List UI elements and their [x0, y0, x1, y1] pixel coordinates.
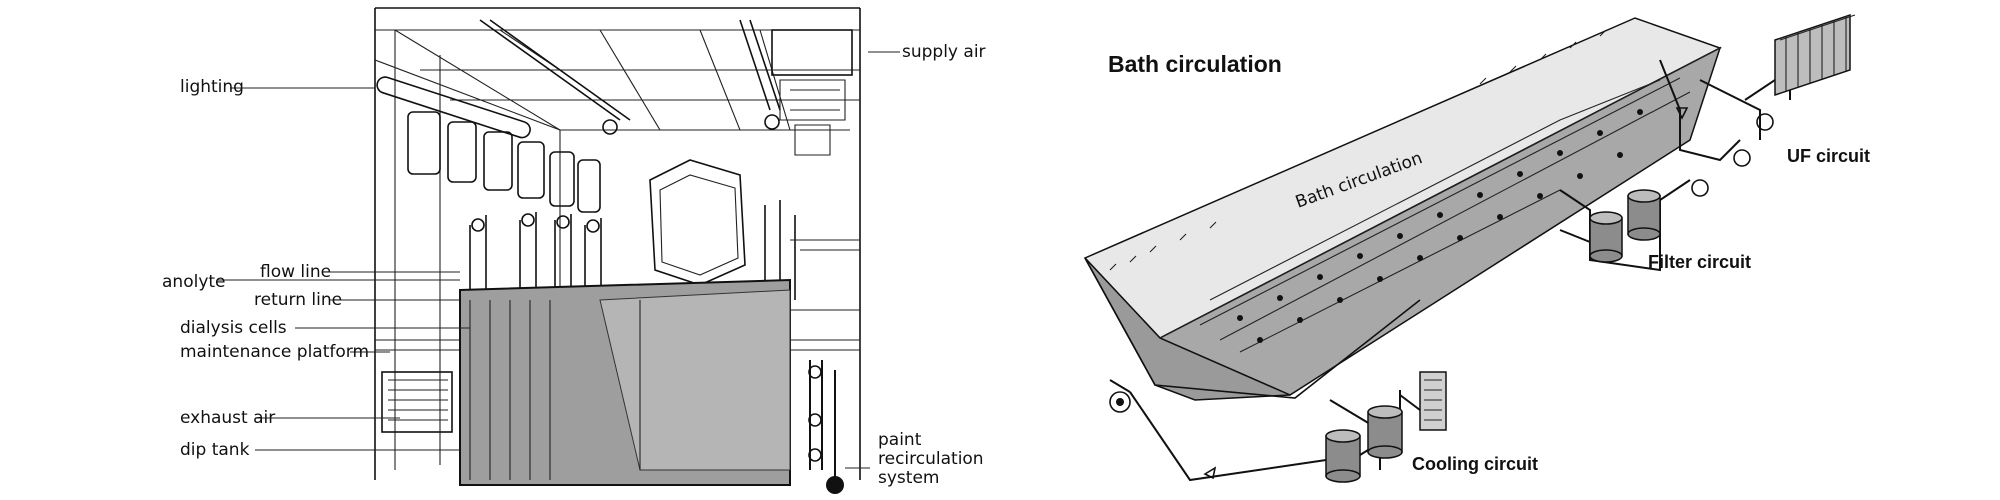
bath-tank — [1083, 17, 1722, 401]
label-flow-line: flow line — [260, 262, 331, 282]
label-exhaust-air: exhaust air — [180, 408, 275, 428]
label-supply-air: supply air — [902, 42, 986, 62]
leader-lines — [218, 51, 900, 469]
label-lighting: lighting — [180, 77, 244, 97]
label-system: system — [878, 468, 939, 488]
label-anolyte: anolyte — [162, 272, 226, 292]
filter-circuit-label: Filter circuit — [1648, 252, 1751, 272]
heat-exchanger — [1419, 371, 1447, 431]
paint-recirculation-pipes — [808, 360, 844, 494]
bath-nozzles — [1237, 109, 1643, 343]
cooling-circuit — [1325, 371, 1447, 483]
supply-air-unit — [771, 29, 853, 156]
uf-circuit — [1659, 13, 1856, 167]
filter-cylinder-2 — [1627, 189, 1661, 241]
bath-circulation-title: Bath circulation — [1108, 51, 1282, 77]
booth-windows — [407, 111, 601, 213]
dip-tank — [459, 278, 791, 486]
label-return-line: return line — [254, 290, 342, 310]
cooling-cylinder-1 — [1325, 429, 1361, 483]
label-dialysis-cells: dialysis cells — [180, 318, 287, 338]
uf-membrane-modules — [1774, 13, 1856, 97]
filter-cylinder-1 — [1589, 211, 1623, 263]
label-recirculation: recirculation — [878, 449, 984, 469]
label-dip-tank: dip tank — [180, 440, 250, 460]
cooling-circuit-label: Cooling circuit — [1412, 454, 1538, 474]
paint-booth-illustration — [374, 7, 861, 494]
exhaust-air-unit — [381, 371, 453, 433]
label-maintenance-platform: maintenance platform — [180, 342, 369, 362]
label-paint: paint — [878, 430, 922, 450]
uf-circuit-label: UF circuit — [1787, 146, 1870, 166]
filter-circuit — [1559, 179, 1709, 272]
cooling-cylinder-2 — [1367, 405, 1403, 459]
